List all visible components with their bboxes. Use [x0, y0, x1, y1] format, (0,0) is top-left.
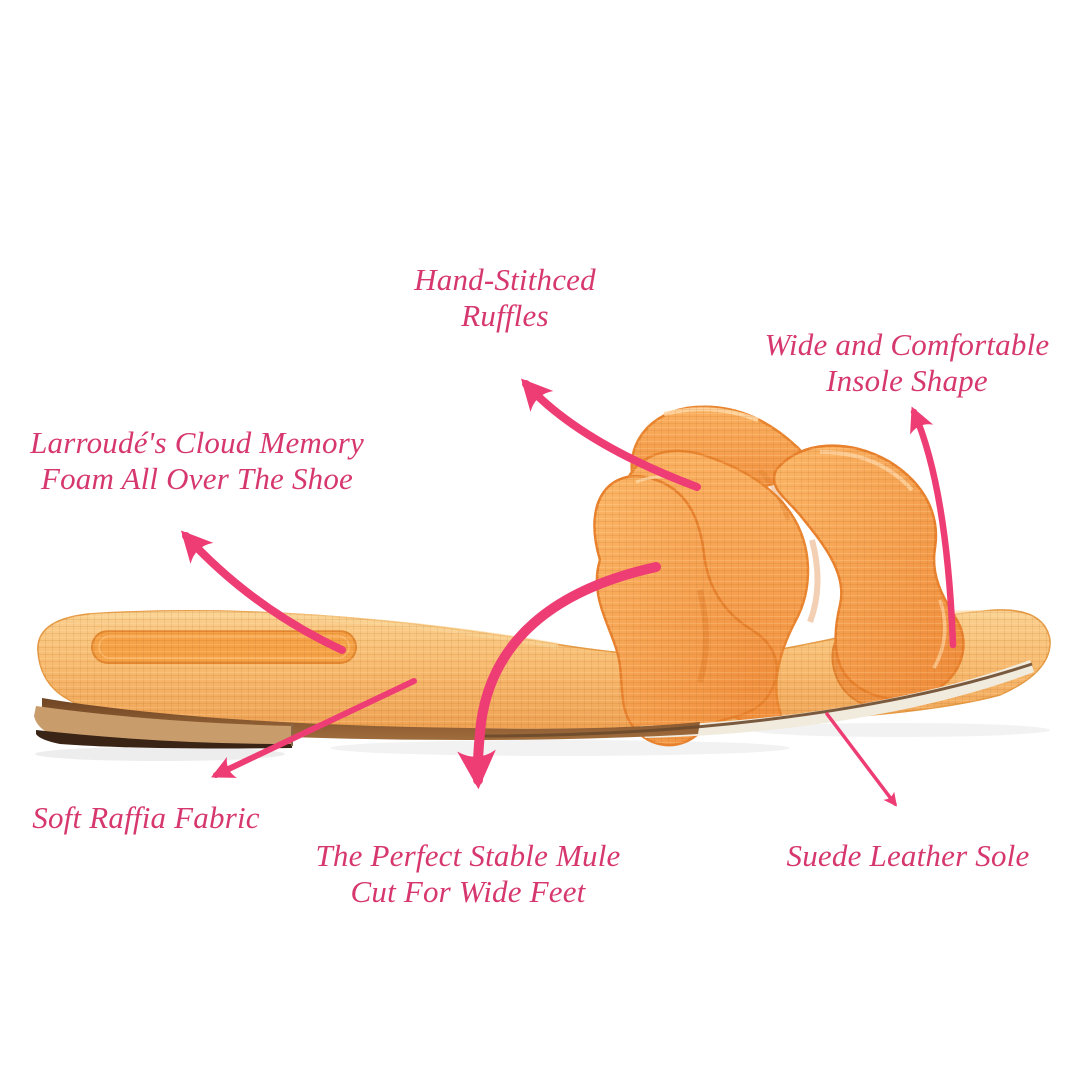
annotation-stable-mule-cut: The Perfect Stable Mule Cut For Wide Fee… — [315, 838, 620, 910]
outsole-line — [479, 662, 1033, 738]
arrow-suede-leather-sole — [825, 712, 897, 807]
annotation-wide-insole-shape: Wide and Comfortable Insole Shape — [765, 327, 1050, 399]
annotation-line: Suede Leather Sole — [786, 838, 1030, 873]
annotation-line: Hand-Stithced — [414, 262, 596, 297]
arrow-stable-mule-cut — [457, 562, 661, 790]
arrow-soft-raffia-fabric — [210, 678, 417, 778]
annotation-line: Larroudé's Cloud Memory — [30, 425, 364, 460]
arrow-wide-insole-shape — [910, 406, 957, 649]
sole — [34, 660, 1034, 749]
annotation-hand-stitched-ruffles: Hand-Stithced Ruffles — [414, 262, 596, 334]
annotation-line: The Perfect Stable Mule — [315, 838, 621, 873]
annotation-suede-leather-sole: Suede Leather Sole — [787, 838, 1030, 874]
annotation-line: Foam All Over The Shoe — [40, 461, 354, 496]
annotation-arrows — [181, 378, 957, 807]
annotation-soft-raffia-fabric: Soft Raffia Fabric — [32, 800, 259, 836]
annotation-line: Ruffles — [461, 298, 549, 333]
annotation-line: Insole Shape — [826, 363, 988, 398]
heel-bottom — [36, 730, 292, 749]
annotation-line: Wide and Comfortable — [764, 327, 1050, 362]
arrow-hand-stitched-ruffles — [521, 378, 701, 491]
annotation-line: Cut For Wide Feet — [350, 874, 586, 909]
annotation-cloud-memory-foam: Larroudé's Cloud Memory Foam All Over Th… — [30, 425, 364, 497]
heel-block — [34, 706, 292, 746]
arrow-cloud-memory-foam — [181, 530, 346, 654]
annotation-line: Soft Raffia Fabric — [32, 800, 260, 835]
